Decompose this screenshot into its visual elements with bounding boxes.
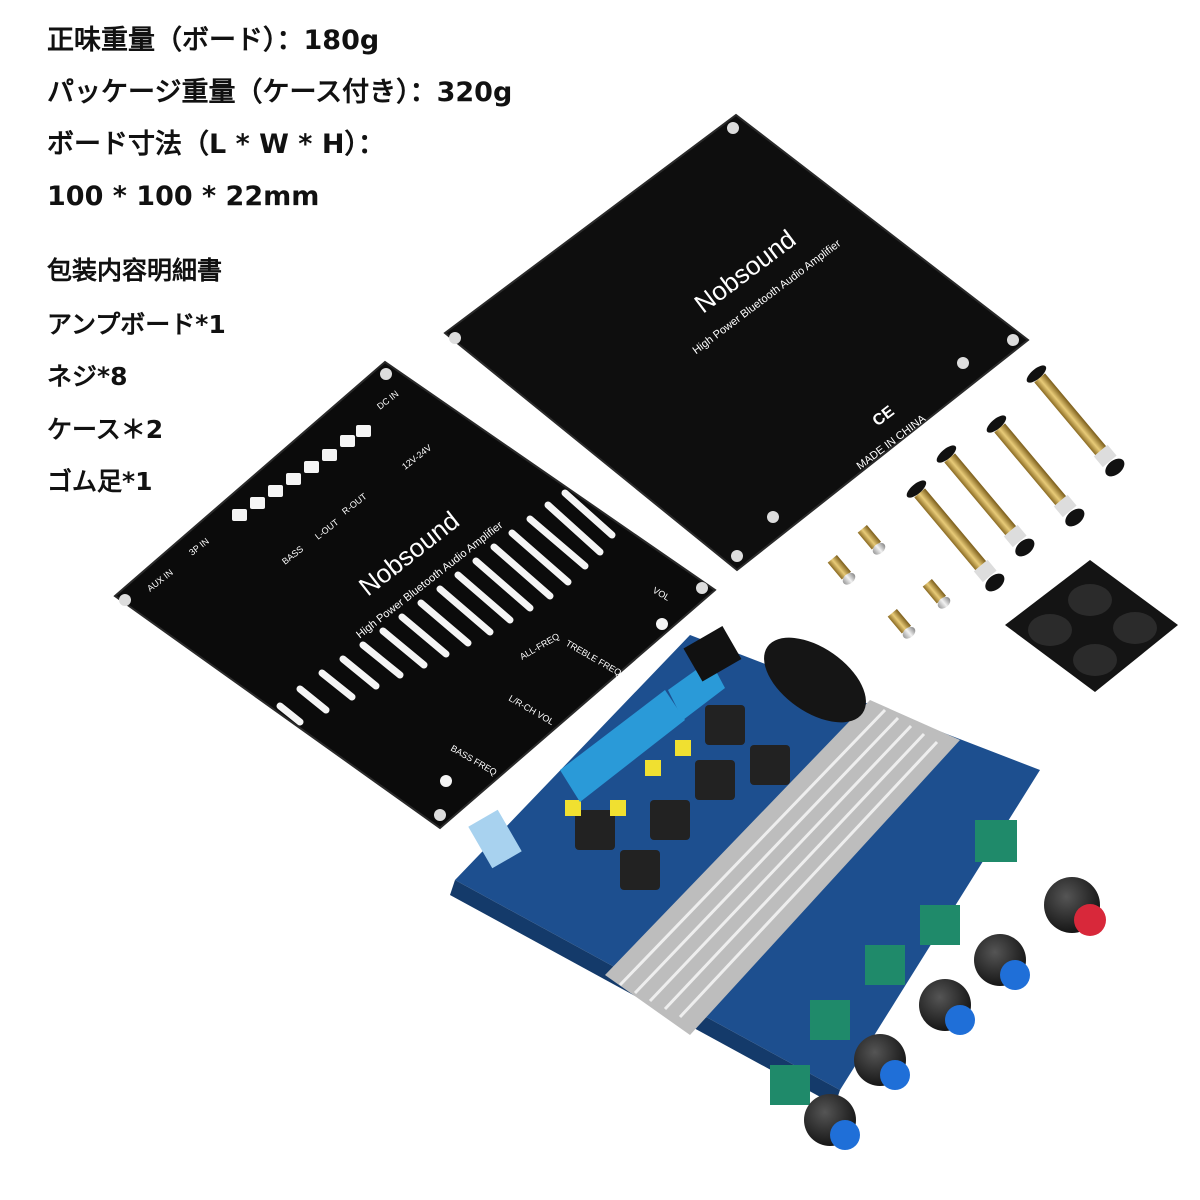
bass-vol-knob: [770, 1065, 860, 1150]
contents-heading: 包装内容明細書: [47, 256, 223, 285]
contents-item: アンプボード*1: [47, 310, 226, 339]
bass-freq-knob: [810, 1000, 910, 1090]
board-weight-text: 正味重量（ボード）：180g: [47, 25, 380, 56]
standoff-screws: [827, 365, 1125, 639]
contents-item: ケース＊2: [47, 415, 164, 444]
package-weight-text: パッケージ重量（ケース付き）：320g: [47, 77, 513, 108]
volume-knob: [975, 820, 1106, 936]
contents-item: ゴム足*1: [47, 467, 153, 496]
front-case-panel: Nobsound High Power Bluetooth Audio Ampl…: [113, 360, 717, 832]
amplifier-board: [450, 626, 1106, 1150]
dimensions-label-text: ボード寸法（L * W * H）：: [47, 129, 385, 160]
treble-knob: [920, 905, 1030, 990]
rubber-feet: [1005, 560, 1178, 692]
contents-item: ネジ*8: [47, 362, 128, 391]
lr-volume-knob: [865, 945, 975, 1035]
dimensions-value-text: 100 * 100 * 22mm: [47, 181, 320, 212]
